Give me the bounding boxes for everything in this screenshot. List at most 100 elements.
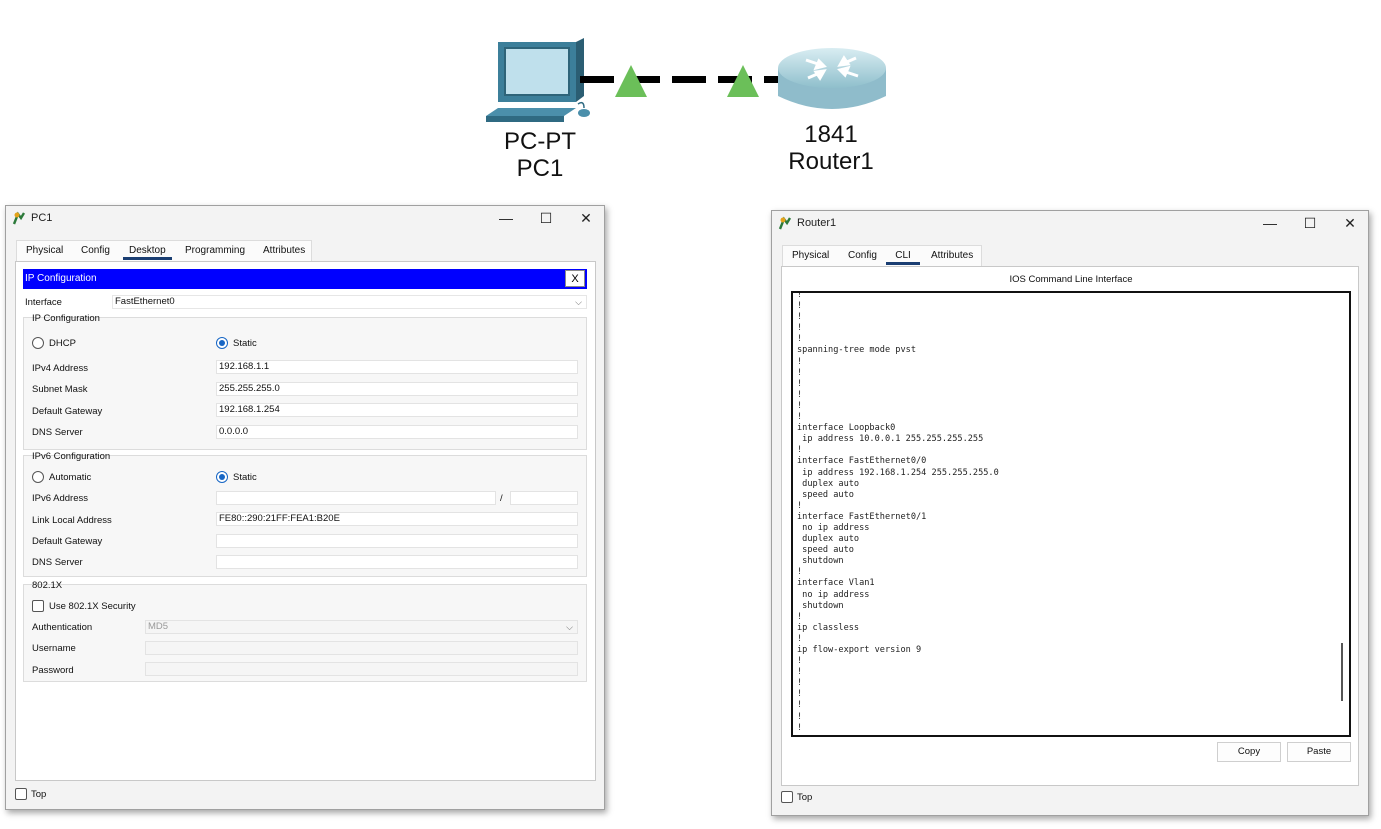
cli-line: ip address 10.0.0.1 255.255.255.255 <box>797 434 984 445</box>
cli-line: ! <box>797 700 803 711</box>
password-label: Password <box>32 665 74 676</box>
minimize-icon[interactable]: — <box>1263 215 1277 231</box>
pc1-window: PC1 — ☐ ✕ Physical Config Desktop Progra… <box>5 205 605 810</box>
pc-device-icon[interactable] <box>486 38 592 124</box>
router1-top-checkbox[interactable] <box>781 791 793 803</box>
router1-top-label: Top <box>797 792 813 803</box>
subnet-mask-field[interactable]: 255.255.255.0 <box>216 382 578 396</box>
default-gateway-field[interactable]: 192.168.1.254 <box>216 403 578 417</box>
router1-titlebar[interactable]: Router1 — ☐ ✕ <box>772 211 1368 235</box>
dns-server-label: DNS Server <box>32 427 83 438</box>
cli-line: ! <box>797 567 803 578</box>
ipv4-address-label: IPv4 Address <box>32 363 88 374</box>
ipv6-static-radio[interactable] <box>216 471 228 483</box>
dns-server-field[interactable]: 0.0.0.0 <box>216 425 578 439</box>
ip-configuration-header: IP Configuration X <box>23 269 587 289</box>
packet-tracer-icon <box>12 211 26 225</box>
subnet-mask-label: Subnet Mask <box>32 384 88 395</box>
tab-physical[interactable]: Physical <box>792 250 830 261</box>
maximize-icon[interactable]: ☐ <box>1303 214 1317 231</box>
ipv6-prefix-field[interactable] <box>510 491 578 505</box>
cli-line: ! <box>797 389 803 400</box>
router-device-label: 1841 Router1 <box>778 121 884 175</box>
maximize-icon[interactable]: ☐ <box>539 209 553 226</box>
interface-label: Interface <box>25 297 62 308</box>
router-device-icon[interactable] <box>776 46 888 118</box>
link-status-light-pc <box>615 65 647 97</box>
cli-terminal[interactable]: !!!!!spanning-tree mode pvst!!!!!!interf… <box>791 291 1351 737</box>
cli-line: shutdown <box>797 600 844 611</box>
cli-line: ! <box>797 722 803 733</box>
copy-button[interactable]: Copy <box>1217 742 1281 762</box>
ipv4-address-field[interactable]: 192.168.1.1 <box>216 360 578 374</box>
pc1-window-title: PC1 <box>31 212 53 224</box>
ipv6-automatic-radio[interactable] <box>32 471 44 483</box>
tab-config[interactable]: Config <box>848 250 877 261</box>
cli-line: ! <box>797 445 803 456</box>
cli-line: shutdown <box>797 556 844 567</box>
cli-line: ! <box>797 301 803 312</box>
ipv4-group-title: IP Configuration <box>32 313 100 324</box>
chevron-down-icon: ⌵ <box>575 297 582 307</box>
cli-line: ! <box>797 500 803 511</box>
cli-line: ! <box>797 334 803 345</box>
cli-line: ! <box>797 356 803 367</box>
interface-select[interactable]: FastEthernet0 ⌵ <box>112 295 587 309</box>
router-model-label: 1841 <box>804 121 858 148</box>
ipv4-static-label: Static <box>233 338 257 349</box>
authentication-label: Authentication <box>32 622 93 633</box>
link-local-address-label: Link Local Address <box>32 515 112 526</box>
cli-line: spanning-tree mode pvst <box>797 345 916 356</box>
tab-physical[interactable]: Physical <box>26 245 64 256</box>
cli-line: ip address 192.168.1.254 255.255.255.0 <box>797 467 999 478</box>
ipv6-dns-server-field[interactable] <box>216 555 578 569</box>
cli-line: ! <box>797 711 803 722</box>
cli-line: no ip address <box>797 589 870 600</box>
pc-device-label: PC-PT PC1 <box>490 128 590 182</box>
tab-attributes[interactable]: Attributes <box>931 250 974 261</box>
cli-line: ! <box>797 312 803 323</box>
tab-attributes[interactable]: Attributes <box>263 245 306 256</box>
dhcp-radio[interactable] <box>32 337 44 349</box>
cli-line: ! <box>797 367 803 378</box>
ipv6-group-title: IPv6 Configuration <box>32 451 111 462</box>
authentication-value: MD5 <box>148 621 169 632</box>
close-icon[interactable]: ✕ <box>580 209 592 226</box>
link-local-address-field[interactable]: FE80::290:21FF:FEA1:B20E <box>216 512 578 526</box>
password-field[interactable] <box>145 662 578 676</box>
cli-line: interface FastEthernet0/1 <box>797 511 927 522</box>
tab-desktop[interactable]: Desktop <box>123 242 172 260</box>
ip-config-close-button[interactable]: X <box>565 270 585 287</box>
tab-config[interactable]: Config <box>81 245 110 256</box>
cli-line: ! <box>797 633 803 644</box>
router1-tab-bar: Physical Config CLI Attributes <box>772 244 1370 266</box>
ipv6-gateway-field[interactable] <box>216 534 578 548</box>
router1-window-title: Router1 <box>797 217 837 229</box>
username-field[interactable] <box>145 641 578 655</box>
cli-line: duplex auto <box>797 478 860 489</box>
ipv4-static-radio[interactable] <box>216 337 228 349</box>
cli-line: ! <box>797 678 803 689</box>
authentication-select[interactable]: MD5 ⌵ <box>145 620 578 634</box>
ipv6-address-field[interactable] <box>216 491 496 505</box>
dot1x-group-title: 802.1X <box>32 580 63 591</box>
close-icon[interactable]: ✕ <box>1344 214 1356 231</box>
cli-line: ip flow-export version 9 <box>797 645 922 655</box>
minimize-icon[interactable]: — <box>499 210 513 226</box>
tab-programming[interactable]: Programming <box>185 245 246 256</box>
paste-button[interactable]: Paste <box>1287 742 1351 762</box>
cli-line: speed auto <box>797 489 854 500</box>
use-dot1x-checkbox[interactable] <box>32 600 44 612</box>
cli-line: interface Loopback0 <box>797 423 896 434</box>
pc1-titlebar[interactable]: PC1 — ☐ ✕ <box>6 206 604 230</box>
cli-scrollbar[interactable] <box>1341 643 1343 701</box>
pc1-top-checkbox[interactable] <box>15 788 27 800</box>
cli-line: ! <box>797 323 803 334</box>
tab-cli[interactable]: CLI <box>886 247 920 265</box>
cli-line: speed auto <box>797 545 854 556</box>
cli-line: ip classless <box>797 622 860 633</box>
cli-line: duplex auto <box>797 534 860 545</box>
router-name-label: Router1 <box>788 148 874 175</box>
cli-line: ! <box>797 378 803 389</box>
default-gateway-label: Default Gateway <box>32 406 103 417</box>
